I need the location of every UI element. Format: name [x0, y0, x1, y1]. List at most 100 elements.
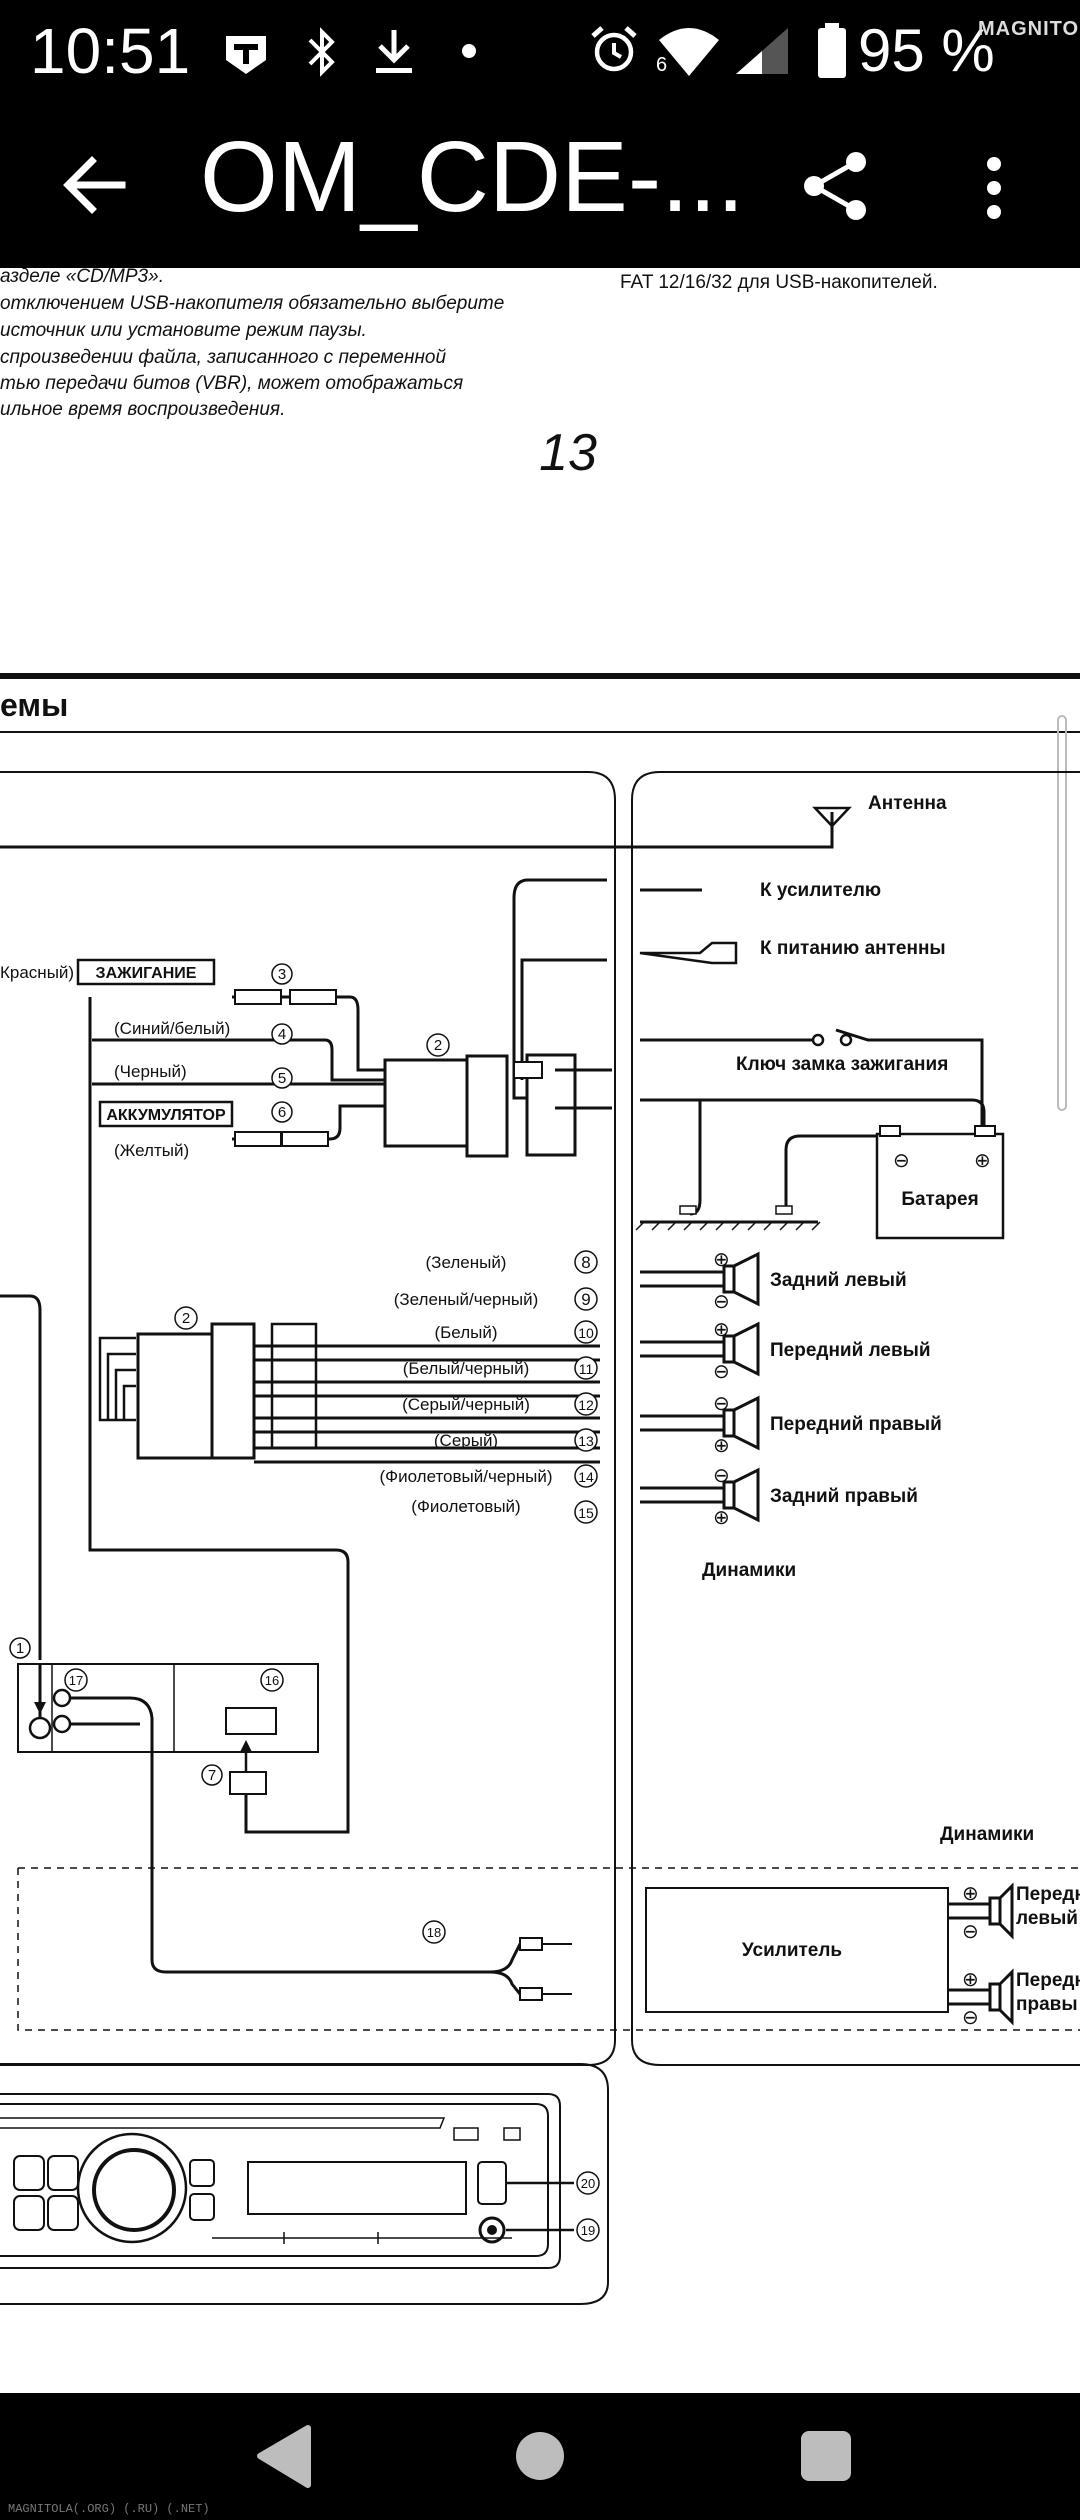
wire-label-14: (Фиолетовый/черный): [379, 1467, 552, 1486]
page-number: 13: [539, 424, 597, 482]
app-toolbar: OM_CDE-...: [0, 100, 1080, 268]
svg-text:⊕: ⊕: [962, 1883, 979, 1905]
callout-8: 8: [581, 1253, 590, 1272]
wiring-diagram: азделе «CD/MP3». отключением USB-накопит…: [0, 268, 1080, 2305]
callout-2: 2: [434, 1037, 442, 1054]
speaker-rear-left: Задний левый: [770, 1270, 907, 1291]
svg-text:⊕: ⊕: [713, 1507, 730, 1529]
status-bar: 10:51 6 95 % MAGNITOLA: [0, 0, 1080, 100]
signal-sub: 6: [656, 54, 668, 76]
label-amplifier: Усилитель: [742, 1940, 842, 1961]
label-blue-white: (Синий/белый): [114, 1019, 230, 1038]
bluetooth-icon: [308, 27, 335, 77]
svg-text:⊕: ⊕: [713, 1435, 730, 1457]
note-line: источник или установите режим паузы.: [0, 320, 367, 341]
navigation-bar: MAGNITOLA(.ORG) (.RU) (.NET): [0, 2393, 1080, 2520]
callout-6: 6: [278, 1104, 286, 1121]
callout-4: 4: [278, 1026, 286, 1043]
note-line: ильное время воспроизведения.: [0, 399, 285, 420]
wire-label-9: (Зеленый/черный): [394, 1290, 539, 1309]
nav-back-icon[interactable]: [240, 2393, 330, 2520]
callout-14: 14: [578, 1469, 594, 1485]
callout-2b: 2: [182, 1310, 190, 1327]
more-vert-icon[interactable]: [982, 156, 1006, 220]
cell-signal-icon: [736, 28, 788, 74]
amp-front-left-1: Передн: [1016, 1884, 1080, 1905]
amp-front-left-2: левый: [1016, 1908, 1078, 1929]
note-line: отключением USB-накопителя обязательно в…: [0, 293, 504, 314]
share-icon[interactable]: [800, 150, 870, 222]
callout-7: 7: [208, 1767, 216, 1784]
speaker-front-right: Передний правый: [770, 1414, 942, 1435]
callout-16: 16: [265, 1673, 279, 1688]
label-to-amp: К усилителю: [760, 880, 881, 901]
alarm-icon: [591, 26, 637, 72]
back-arrow-icon[interactable]: [60, 155, 126, 215]
battery-percent: 95 %: [858, 17, 995, 84]
amplifier-box: [645, 1887, 949, 2013]
label-red: Красный): [0, 963, 74, 982]
document-page[interactable]: азделе «CD/MP3». отключением USB-накопит…: [0, 268, 1080, 2393]
svg-text:⊖: ⊖: [962, 1921, 979, 1943]
callout-20: 20: [581, 2176, 595, 2191]
svg-text:⊖: ⊖: [713, 1393, 730, 1415]
svg-text:⊖: ⊖: [713, 1291, 730, 1313]
callout-19: 19: [581, 2223, 595, 2238]
footer-watermark: MAGNITOLA(.ORG) (.RU) (.NET): [8, 2502, 210, 2516]
section-heading: емы: [0, 687, 68, 723]
note-line: спроизведении файла, записанного с перем…: [0, 347, 446, 368]
note-line: тью передачи битов (VBR), может отобража…: [0, 373, 463, 394]
svg-text:⊖: ⊖: [713, 1465, 730, 1487]
nav-recents-icon[interactable]: [796, 2393, 856, 2520]
battery-icon: [818, 23, 846, 78]
dot-icon: [462, 44, 476, 58]
label-speakers-2: Динамики: [940, 1824, 1034, 1845]
label-antenna: Антенна: [868, 793, 947, 814]
label-accumulator: АККУМУЛЯТОР: [106, 1107, 226, 1124]
svg-text:⊖: ⊖: [713, 1361, 730, 1383]
callout-13: 13: [578, 1433, 594, 1449]
label-yellow: (Желтый): [114, 1141, 189, 1160]
scrollbar[interactable]: [1057, 715, 1067, 1111]
speaker-rear-right: Задний правый: [770, 1486, 918, 1507]
callout-18: 18: [427, 1925, 441, 1940]
callout-12: 12: [578, 1397, 594, 1413]
callout-17: 17: [69, 1673, 83, 1688]
download-icon: [376, 30, 412, 73]
app-t-icon: [226, 36, 266, 74]
right-note: FAT 12/16/32 для USB-накопителей.: [620, 272, 938, 293]
label-ignition-key: Ключ замка зажигания: [736, 1054, 948, 1075]
svg-text:⊕: ⊕: [713, 1319, 730, 1341]
svg-text:⊕: ⊕: [713, 1249, 730, 1271]
nav-home-icon[interactable]: [508, 2393, 572, 2520]
wire-label-12: (Серый/черный): [402, 1395, 530, 1414]
wire-label-13: (Серый): [434, 1431, 498, 1450]
label-black: (Черный): [114, 1062, 187, 1081]
svg-text:⊖: ⊖: [962, 2007, 979, 2029]
callout-5: 5: [278, 1070, 286, 1087]
svg-text:⊖: ⊖: [893, 1150, 910, 1172]
wire-label-11: (Белый/черный): [403, 1359, 530, 1378]
wire-label-15: (Фиолетовый): [411, 1497, 520, 1516]
callout-15: 15: [578, 1505, 594, 1521]
speaker-front-left: Передний левый: [770, 1340, 931, 1361]
wire-label-10: (Белый): [434, 1323, 497, 1342]
battery-box: [875, 1132, 1005, 1240]
svg-text:⊕: ⊕: [962, 1969, 979, 1991]
svg-text:⊕: ⊕: [974, 1150, 991, 1172]
callout-3: 3: [278, 966, 286, 983]
wire-label-8: (Зеленый): [426, 1253, 507, 1272]
label-antenna-power: К питанию антенны: [760, 938, 946, 959]
amp-front-right-2: правы: [1016, 1994, 1078, 2015]
watermark-logo: MAGNITOLA: [978, 18, 1080, 40]
amp-front-right-1: Передн: [1016, 1970, 1080, 1991]
callout-9: 9: [581, 1290, 590, 1309]
status-time: 10:51: [30, 15, 191, 87]
document-title: OM_CDE-...: [200, 121, 745, 233]
note-line: азделе «CD/MP3».: [0, 268, 164, 287]
label-ignition: ЗАЖИГАНИЕ: [96, 965, 197, 982]
callout-10: 10: [578, 1325, 594, 1341]
wifi-icon: [659, 28, 719, 76]
callout-11: 11: [579, 1361, 594, 1377]
label-battery: Батарея: [901, 1189, 978, 1210]
